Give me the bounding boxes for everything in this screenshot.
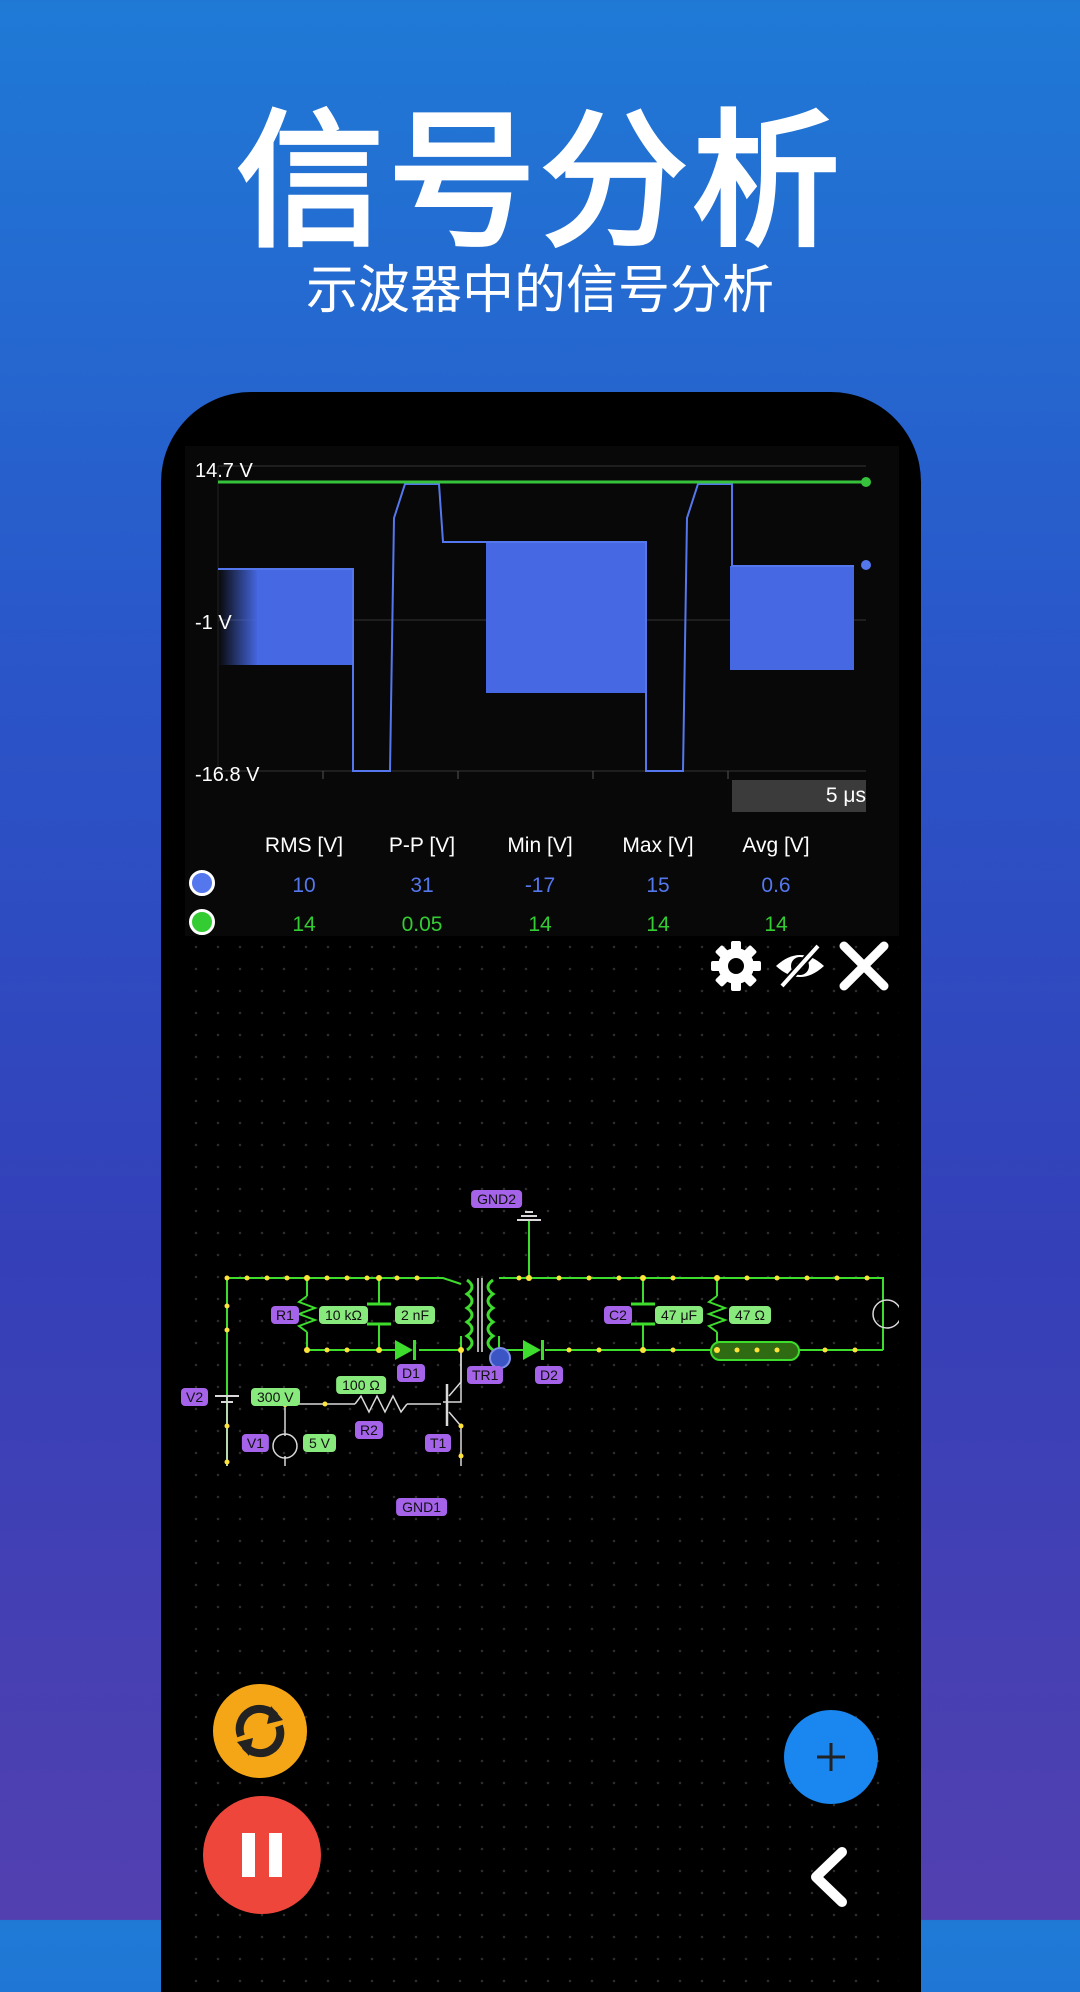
value-r2[interactable]: 100 Ω (336, 1376, 386, 1394)
series1-rms: 10 (292, 874, 316, 897)
series1-min: -17 (524, 874, 556, 897)
circuit-labels: GND2 R1 10 kΩ 2 nF C2 47 μF 47 Ω D1 TR1 … (181, 1066, 899, 1516)
label-t1[interactable]: T1 (425, 1434, 452, 1452)
label-c2[interactable]: C2 (604, 1306, 632, 1324)
series1-indicator[interactable] (189, 870, 215, 896)
label-r1[interactable]: R1 (271, 1306, 299, 1324)
series2-max: 14 (646, 913, 670, 936)
y-label-top: 14.7 V (195, 460, 253, 482)
oscilloscope-plot (217, 465, 871, 779)
series2-min: 14 (528, 913, 552, 936)
value-v2[interactable]: 300 V (251, 1388, 300, 1406)
value-r3[interactable]: 47 Ω (729, 1306, 771, 1324)
hero-subtitle: 示波器中的信号分析 (305, 261, 774, 321)
series2-indicator[interactable] (189, 909, 215, 935)
col-header-min: Min [V] (507, 834, 573, 857)
label-v2[interactable]: V2 (181, 1388, 209, 1406)
col-header-max: Max [V] (622, 834, 694, 857)
label-d2[interactable]: D2 (535, 1366, 563, 1384)
pause-button[interactable] (203, 1796, 321, 1914)
label-gnd1[interactable]: GND1 (396, 1498, 447, 1516)
series1-pp: 31 (410, 874, 434, 897)
value-r1[interactable]: 10 kΩ (319, 1306, 368, 1324)
label-tr1[interactable]: TR1 (467, 1366, 504, 1384)
series2-pp: 0.05 (401, 913, 443, 936)
gear-icon[interactable] (708, 938, 764, 994)
series2-rms: 14 (292, 913, 316, 936)
add-component-button[interactable] (784, 1710, 878, 1804)
pause-icon (242, 1833, 282, 1877)
y-label-mid: -1 V (195, 612, 232, 634)
series1-avg: 0.6 (761, 874, 791, 897)
app-screen: 14.7 V -1 V -16.8 V 5 μs RMS [V] P-P [V]… (181, 446, 899, 1992)
col-header-avg: Avg [V] (742, 834, 810, 857)
hero-title: 信号分析 (236, 96, 844, 268)
col-header-pp: P-P [V] (388, 834, 456, 857)
y-label-bottom: -16.8 V (195, 764, 260, 786)
series1-max: 15 (646, 874, 670, 897)
close-icon[interactable] (836, 938, 892, 994)
label-r2[interactable]: R2 (355, 1421, 383, 1439)
circuit-schematic[interactable] (185, 1066, 899, 1466)
value-v1[interactable]: 5 V (303, 1434, 337, 1452)
label-d1[interactable]: D1 (397, 1364, 425, 1382)
refresh-icon (235, 1704, 285, 1758)
phone-frame: 14.7 V -1 V -16.8 V 5 μs RMS [V] P-P [V]… (161, 392, 921, 1992)
value-c1[interactable]: 2 nF (395, 1306, 436, 1324)
label-v1[interactable]: V1 (241, 1434, 269, 1452)
eye-off-icon[interactable] (772, 938, 828, 994)
refresh-button[interactable] (213, 1684, 307, 1778)
label-gnd2[interactable]: GND2 (471, 1190, 522, 1208)
col-header-rms: RMS [V] (264, 834, 344, 857)
add-icon (817, 1743, 845, 1771)
back-icon[interactable] (800, 1842, 860, 1912)
oscilloscope-panel: 14.7 V -1 V -16.8 V 5 μs RMS [V] P-P [V]… (185, 446, 899, 936)
timebase-label[interactable]: 5 μs (732, 780, 866, 812)
series2-avg: 14 (764, 913, 788, 936)
value-c2[interactable]: 47 μF (655, 1306, 704, 1324)
